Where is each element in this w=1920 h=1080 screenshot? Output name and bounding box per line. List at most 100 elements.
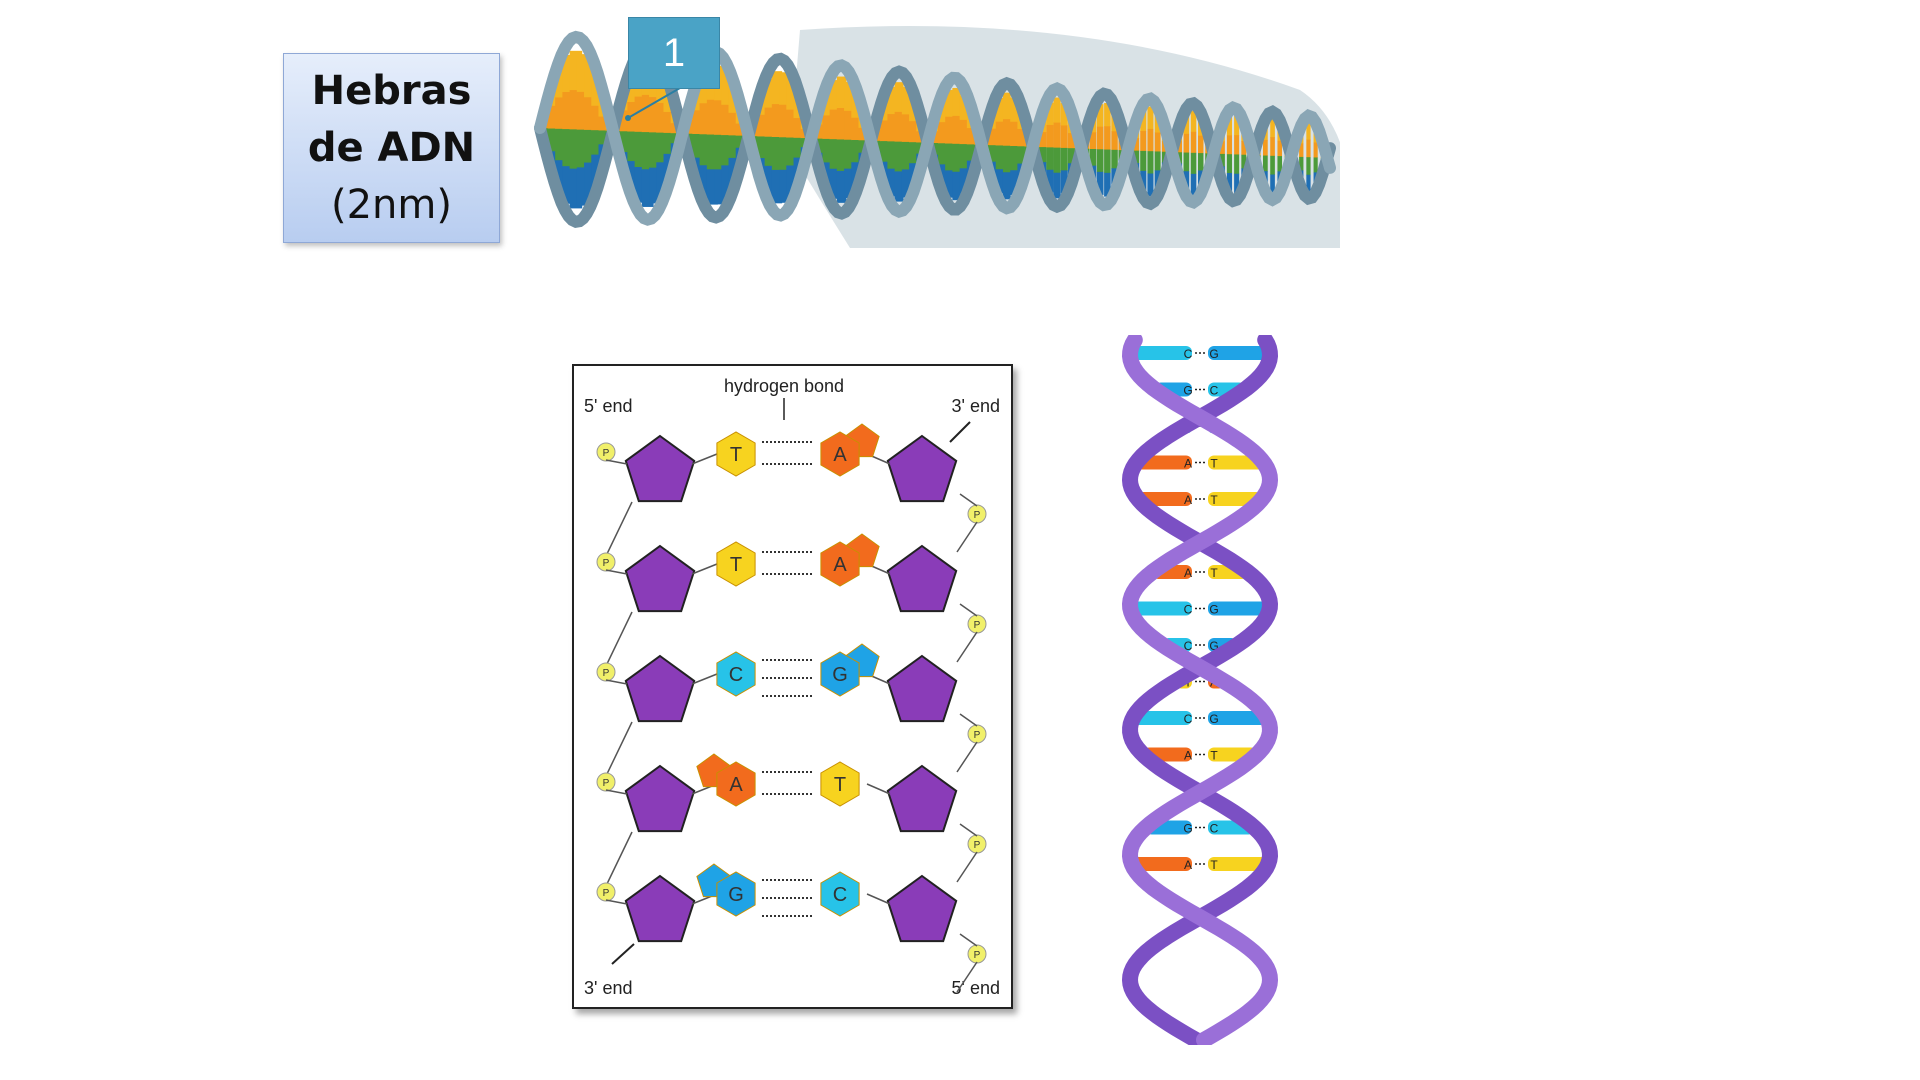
helix-rung-segment	[945, 143, 954, 171]
helix-rung-segment	[663, 132, 676, 155]
helix-rung-segment	[1104, 126, 1111, 151]
helix-rung-segment	[714, 100, 726, 136]
helix-rung-segment	[771, 104, 783, 138]
helix-rung-segment	[1190, 152, 1197, 175]
helix-rung-segment	[706, 134, 718, 170]
helix-base-letter: A	[1184, 858, 1192, 872]
helix-rung-segment	[1262, 155, 1268, 172]
helix-rung-segment	[1039, 132, 1047, 148]
sugar-left	[624, 654, 696, 723]
helix-rung-segment	[1140, 130, 1147, 152]
helix-rung-segment	[836, 139, 847, 172]
base-letter: A	[833, 554, 847, 576]
callout-number-box: 1	[628, 17, 720, 89]
helix-rung-segment	[829, 139, 840, 170]
helix-rung-segment	[641, 132, 654, 170]
helix-rung-segment	[822, 162, 833, 187]
helix-rung-segment	[1277, 156, 1283, 172]
helix-rung-segment	[1270, 155, 1275, 176]
helix-rung-segment	[894, 82, 904, 113]
helix-rung-segment	[995, 97, 1004, 123]
helix-rung-segment	[685, 133, 697, 148]
helix-rung-segment	[1226, 172, 1233, 193]
helix-rung-left	[1131, 857, 1192, 871]
helix-rung-segment	[1306, 157, 1311, 176]
helix-rung-segment	[764, 107, 776, 138]
backbone-link-left	[605, 459, 628, 465]
phosphate-right-label: P	[974, 730, 981, 741]
helix-rung-left	[1133, 711, 1192, 725]
base-letter: T	[730, 554, 742, 576]
helix-base-letter: C	[1184, 347, 1193, 361]
backbone-link-right	[956, 741, 978, 773]
helix-rung-segment	[1226, 135, 1233, 155]
helix-rung-segment	[1147, 106, 1154, 130]
helix-rung-segment	[988, 128, 997, 146]
helix-rung-segment	[887, 86, 897, 115]
backbone-link-right	[959, 823, 978, 837]
helix-rung-segment	[966, 128, 975, 145]
helix-base-letter: G	[1209, 603, 1218, 617]
helix-rung-segment	[692, 86, 704, 111]
backbone-link-right	[959, 493, 978, 507]
helix-rung-segment	[1241, 154, 1247, 169]
helix-rung-segment	[1190, 110, 1197, 133]
base-ring	[716, 871, 756, 917]
phosphate-left	[596, 662, 616, 682]
helix-rung-segment	[1226, 154, 1233, 174]
sugar-base-link	[866, 783, 891, 795]
helix-rung-segment	[641, 169, 654, 207]
helix-rung-segment	[1219, 153, 1225, 167]
sugar-left	[624, 874, 696, 943]
helix-rung-segment	[757, 136, 768, 159]
helix-rung-segment	[1234, 154, 1240, 175]
backbone-link-left	[605, 569, 628, 575]
helix-rung-segment	[1010, 146, 1018, 171]
base-letter: G	[728, 884, 744, 906]
helix-rung-segment	[1017, 146, 1025, 165]
sugar-left	[624, 764, 696, 833]
helix-rung-segment	[634, 167, 647, 203]
helix-rung-segment	[901, 169, 911, 198]
helix-rung-segment	[764, 165, 776, 196]
helix-rung-segment	[721, 135, 733, 166]
helix-rung-segment	[1313, 142, 1318, 158]
helix-rung-segment	[1147, 151, 1154, 174]
sugar-base-link	[866, 893, 891, 905]
helix-rung-segment	[1132, 150, 1140, 164]
phosphate-right-label: P	[974, 510, 981, 521]
helix-base-letter: T	[1210, 749, 1218, 763]
helix-rung-segment	[1132, 138, 1140, 152]
helix-rung-segment	[1154, 132, 1161, 152]
base-letter: C	[833, 884, 847, 906]
helix-rung-segment	[995, 145, 1004, 170]
helix-rung-segment	[995, 121, 1004, 146]
helix-rung-segment	[844, 139, 854, 170]
helix-base-letter: G	[1183, 822, 1192, 836]
helix-rung-segment	[1096, 149, 1104, 173]
backbone-link-right	[959, 603, 978, 617]
helix-base-letter: T	[1210, 566, 1218, 580]
helix-rung-segment	[851, 140, 861, 163]
helix-rung-segment	[1060, 170, 1068, 194]
helix-rung-segment	[822, 138, 833, 163]
helix-rung-segment	[714, 134, 726, 170]
helix-rung-segment	[641, 94, 654, 133]
helix-base-letter: C	[1184, 639, 1193, 653]
backbone-link-right	[956, 521, 978, 553]
helix-rung-segment	[793, 118, 804, 139]
helix-rung-segment	[1270, 174, 1275, 194]
helix-rung-segment	[1053, 147, 1061, 174]
base-letter: T	[834, 774, 846, 796]
callout-pointer	[627, 87, 681, 119]
phosphate-left-label: P	[603, 448, 610, 459]
base-ring	[820, 541, 860, 587]
helix-rung-segment	[1060, 125, 1068, 149]
helix-rung-segment	[894, 111, 904, 143]
helix-rung-segment	[945, 116, 954, 145]
backbone-link-right	[956, 961, 978, 993]
helix-rung-segment	[995, 169, 1004, 194]
label-line-3: (2nm)	[331, 181, 452, 228]
helix-strand-b	[534, 30, 1336, 226]
three-end-bottom-label: 3' end	[584, 978, 632, 998]
